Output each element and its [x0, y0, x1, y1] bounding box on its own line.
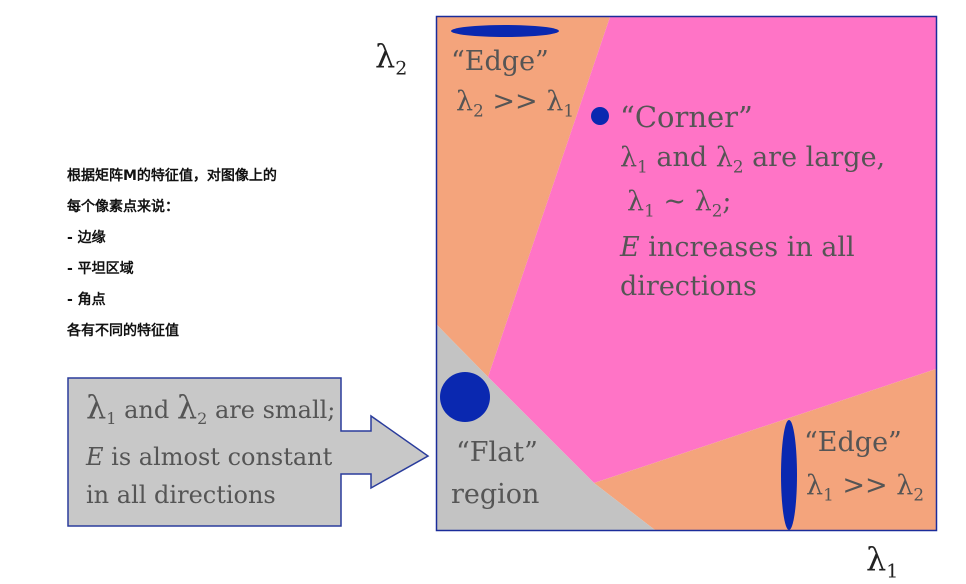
note-line: 根据矩阵M的特征值，对图像上的 — [67, 168, 277, 184]
corner-line-2: λ1 ~ λ2; — [627, 186, 732, 221]
flat-region-label: region — [451, 479, 540, 510]
edge-top-title: “Edge” — [451, 46, 549, 77]
corner-title: “Corner” — [620, 100, 753, 134]
edge-region-top — [437, 17, 610, 377]
note-line: - 角点 — [67, 292, 106, 308]
callout-line-2: E is almost constant — [86, 442, 333, 471]
callout-line-3: in all directions — [86, 480, 276, 509]
callout-text: λ1 and λ2 are small; E is almost constan… — [86, 388, 335, 514]
corner-dot — [591, 107, 609, 125]
edge-right-ellipse — [781, 420, 797, 530]
edge-top-ellipse — [451, 25, 559, 37]
callout-line-1: λ1 and λ2 are small; — [86, 388, 336, 428]
corner-line-3: E increases in all — [620, 232, 855, 263]
note-line: - 边缘 — [67, 230, 106, 246]
corner-region — [488, 17, 936, 483]
edge-top-relation: λ2 >> λ1 — [456, 86, 574, 121]
flat-circle — [440, 372, 490, 422]
edge-region-right — [594, 369, 936, 530]
note-line: 每个像素点来说： — [67, 199, 179, 215]
x-axis-label: λ1 — [866, 540, 899, 583]
edge-right-relation: λ1 >> λ2 — [806, 470, 924, 505]
callout-arrow — [67, 377, 430, 527]
diagram-frame — [435, 15, 938, 532]
corner-line-4: directions — [620, 271, 757, 302]
corner-line-1: λ1 and λ2 are large, — [620, 142, 886, 177]
flat-title: “Flat” — [456, 437, 538, 468]
chinese-note: 根据矩阵M的特征值，对图像上的 每个像素点来说： - 边缘 - 平坦区域 - 角… — [67, 161, 277, 347]
flat-region — [437, 325, 655, 530]
y-axis-label: λ2 — [375, 37, 408, 80]
note-line: - 平坦区域 — [67, 261, 134, 277]
note-line: 各有不同的特征值 — [67, 323, 179, 339]
edge-right-title: “Edge” — [804, 427, 902, 458]
